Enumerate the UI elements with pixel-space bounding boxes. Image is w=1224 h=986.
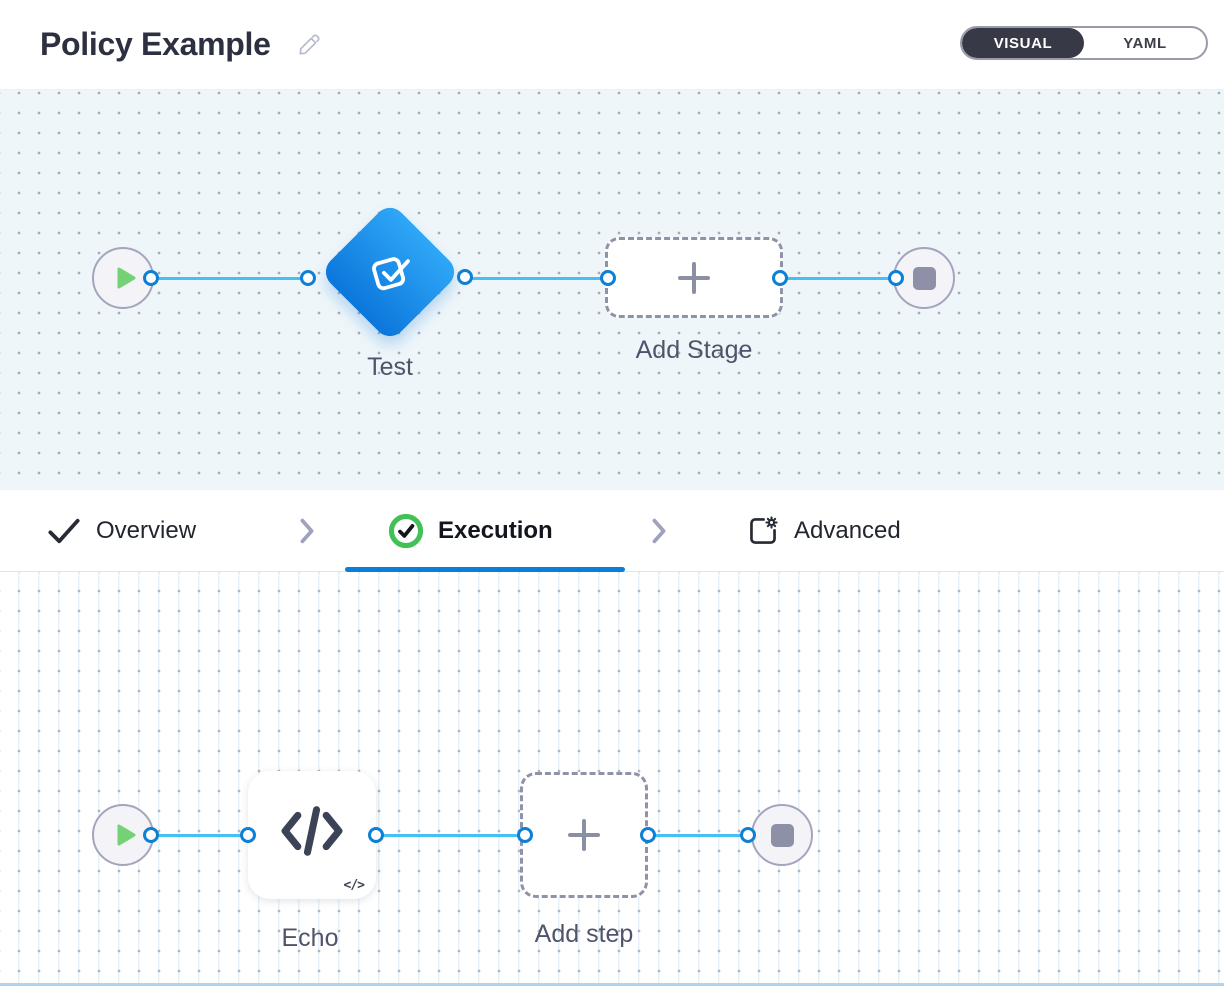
play-icon [117, 267, 135, 289]
connector-line [648, 833, 748, 837]
canvas-edge-line [0, 983, 1224, 986]
header-bar: Policy Example VISUAL YAML [0, 0, 1224, 90]
execution-step-canvas[interactable]: </> Echo Add step [0, 572, 1224, 986]
connector-endpoint[interactable] [640, 827, 656, 843]
tab-overview[interactable]: Overview [46, 490, 196, 571]
connector-endpoint[interactable] [143, 827, 159, 843]
connector-endpoint[interactable] [300, 270, 316, 286]
check-circle-icon [388, 513, 424, 548]
stop-icon [770, 823, 794, 847]
connector-endpoint[interactable] [888, 270, 904, 286]
connector-endpoint[interactable] [740, 827, 756, 843]
step-name-label: Echo [281, 924, 339, 952]
plus-icon [568, 819, 600, 851]
approval-check-icon [372, 257, 410, 291]
code-icon [281, 806, 343, 856]
connector-line [151, 276, 308, 280]
plus-icon [678, 261, 710, 294]
page-title: Policy Example [40, 26, 271, 62]
stage-node-test[interactable] [319, 201, 461, 343]
toggle-yaml-button[interactable]: YAML [1123, 34, 1167, 52]
chevron-right-icon [646, 490, 672, 571]
connector-line [376, 833, 525, 837]
connector-endpoint[interactable] [240, 827, 256, 843]
execution-end-node[interactable] [751, 804, 813, 866]
add-step-button[interactable] [520, 772, 648, 898]
add-stage-label: Add Stage [635, 336, 753, 364]
connector-endpoint[interactable] [600, 270, 616, 286]
connector-endpoint[interactable] [143, 270, 159, 286]
panel-gear-icon [750, 515, 778, 544]
add-stage-button[interactable] [605, 237, 783, 318]
connector-endpoint[interactable] [368, 827, 384, 843]
add-step-label: Add step [534, 920, 634, 948]
tab-overview-label: Overview [96, 516, 197, 544]
active-tab-underline [345, 567, 625, 572]
view-mode-toggle: VISUAL YAML [960, 26, 1208, 60]
connector-line [780, 276, 896, 280]
connector-endpoint[interactable] [517, 827, 533, 843]
connector-endpoint[interactable] [457, 269, 473, 285]
play-icon [117, 824, 135, 846]
chevron-right-icon [294, 490, 320, 571]
pencil-icon [299, 33, 320, 55]
check-icon [48, 518, 80, 543]
connector-line [151, 833, 248, 837]
stage-name-label: Test [367, 353, 413, 381]
connector-endpoint[interactable] [772, 270, 788, 286]
toggle-visual-button[interactable]: VISUAL [962, 28, 1084, 58]
step-type-badge: </> [343, 878, 366, 893]
tab-execution[interactable]: Execution [388, 490, 553, 571]
stage-canvas[interactable]: Test Add Stage [0, 90, 1224, 490]
tab-advanced-label: Advanced [794, 516, 901, 544]
connector-line [465, 276, 608, 280]
step-node-echo[interactable]: </> [248, 771, 376, 899]
stop-icon [912, 266, 936, 290]
edit-title-button[interactable] [297, 33, 321, 57]
tab-execution-label: Execution [438, 516, 553, 544]
stage-config-tabbar: Overview Execution [0, 490, 1224, 572]
tab-advanced[interactable]: Advanced [746, 490, 901, 571]
